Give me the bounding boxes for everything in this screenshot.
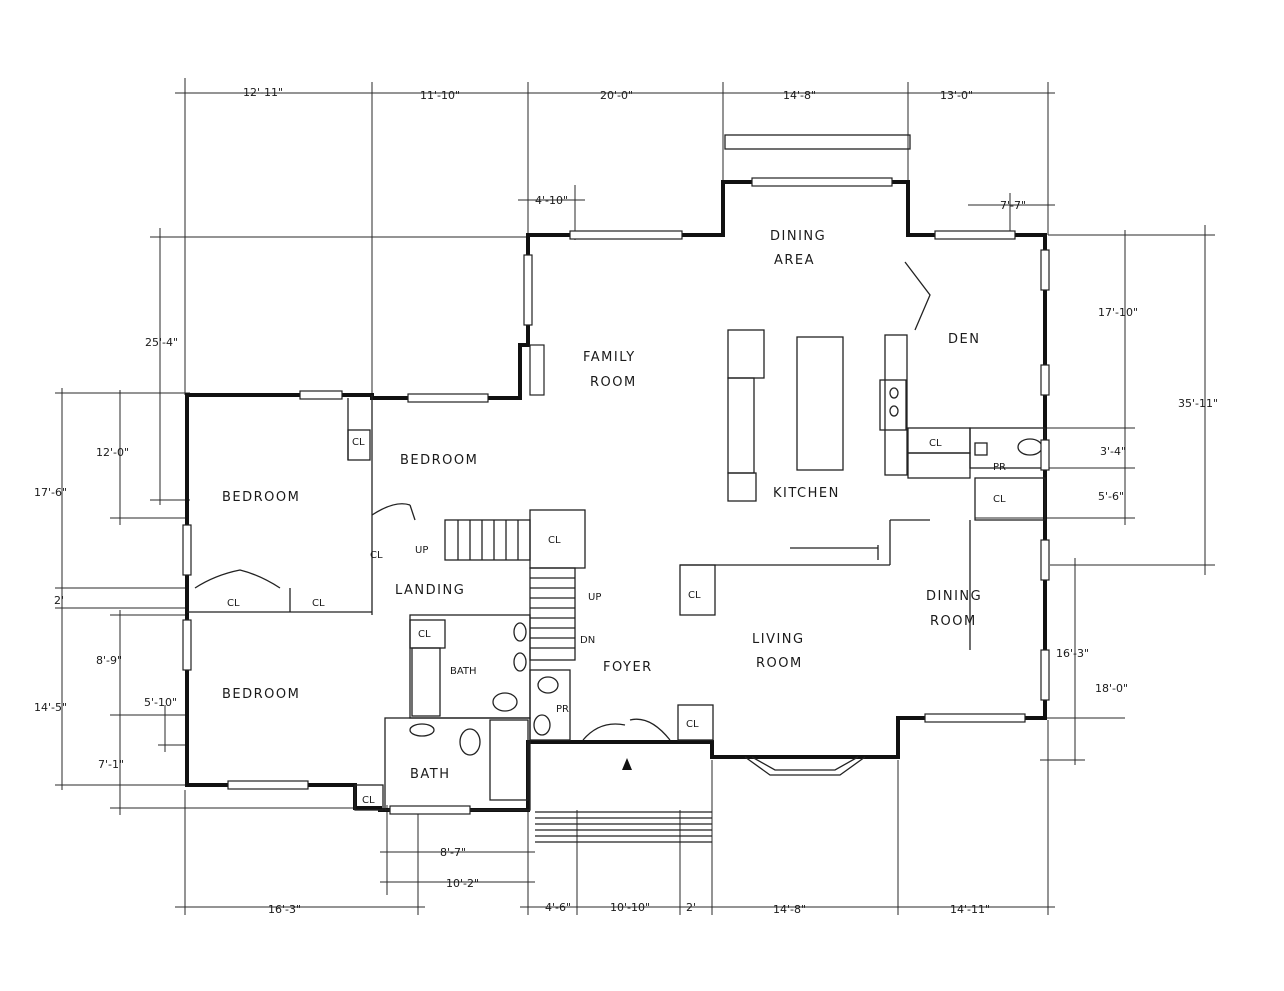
dining-area-label-2: AREA [774, 253, 815, 268]
closet-label-4: CL [312, 598, 325, 609]
stair-up-label-1: UP [415, 545, 428, 556]
closet-label-2: CL [548, 535, 561, 546]
dimension-labels: 12'-11" 11'-10" 20'-0" 14'-8" 13'-0" 4'-… [34, 86, 1218, 916]
dim-left-5: 8'-9" [96, 654, 122, 667]
kitchen-label: KITCHEN [773, 486, 840, 501]
dim-right-5: 16'-3" [1056, 647, 1089, 660]
dim-left-1: 25'-4" [145, 336, 178, 349]
dim-left-6: 5'-10" [144, 696, 177, 709]
living-room-label-1: LIVING [752, 632, 805, 647]
bedroom-upper-label: BEDROOM [400, 453, 478, 468]
dim-top-4: 14'-8" [783, 89, 816, 102]
stair-up-label-2: UP [588, 592, 601, 603]
dim-top-2: 11'-10" [420, 89, 460, 102]
dim-bottom-2: 10'-2" [446, 877, 479, 890]
pr-foyer-label: PR [556, 704, 569, 715]
dim-top-3: 20'-0" [600, 89, 633, 102]
dim-bottom-5: 10'-10" [610, 901, 650, 914]
closet-label-10: CL [362, 795, 375, 806]
dim-bottom-7: 14'-8" [773, 903, 806, 916]
stair-down-label: DN [580, 635, 595, 646]
room-labels: DINING AREA FAMILY ROOM DEN BEDROOM BEDR… [222, 229, 1006, 806]
family-room-label-1: FAMILY [583, 350, 636, 365]
bedroom-left-label: BEDROOM [222, 490, 300, 505]
landing-label: LANDING [395, 583, 465, 598]
family-room-label-2: ROOM [590, 375, 637, 390]
dim-right-1: 17'-10" [1098, 306, 1138, 319]
closet-label-7: CL [993, 494, 1006, 505]
closet-label-11: CL [370, 550, 383, 561]
dim-right-2: 35'-11" [1178, 397, 1218, 410]
closet-label-3: CL [227, 598, 240, 609]
dim-bottom-3: 16'-3" [268, 903, 301, 916]
door-swings [194, 261, 931, 770]
dim-left-8: 7'-1" [98, 758, 124, 771]
dim-left-2: 12'-0" [96, 446, 129, 459]
dimension-lines [55, 78, 1215, 915]
closet-label-9: CL [686, 719, 699, 730]
closet-label-8: CL [688, 590, 701, 601]
living-room-label-2: ROOM [756, 656, 803, 671]
dim-bottom-1: 8'-7" [440, 846, 466, 859]
bath-lower-label: BATH [410, 767, 451, 782]
closet-label-1: CL [352, 437, 365, 448]
foyer-label: FOYER [603, 660, 653, 675]
dim-right-3: 3'-4" [1100, 445, 1126, 458]
dim-top-sub-2: 7'-7" [1000, 199, 1026, 212]
closet-label-6: CL [929, 438, 942, 449]
dim-right-4: 5'-6" [1098, 490, 1124, 503]
dim-bottom-4: 4'-6" [545, 901, 571, 914]
dim-left-7: 14'-5" [34, 701, 67, 714]
dim-right-6: 18'-0" [1095, 682, 1128, 695]
dim-bottom-6: 2' [686, 901, 696, 914]
windows [182, 177, 1050, 815]
dim-top-5: 13'-0" [940, 89, 973, 102]
dining-room-label-2: ROOM [930, 614, 977, 629]
dim-bottom-8: 14'-11" [950, 903, 990, 916]
dining-room-label-1: DINING [926, 589, 982, 604]
dim-top-sub-1: 4'-10" [535, 194, 568, 207]
bath-upper-label: BATH [450, 666, 477, 677]
exterior-walls [185, 180, 1047, 812]
dim-left-3: 17'-6" [34, 486, 67, 499]
dim-left-4: 2' [54, 594, 64, 607]
den-label: DEN [948, 332, 980, 347]
bedroom-lower-label: BEDROOM [222, 687, 300, 702]
dining-area-label-1: DINING [770, 229, 826, 244]
dim-top-1: 12'-11" [243, 86, 283, 99]
pr-den-label: PR [993, 462, 1006, 473]
closet-label-5: CL [418, 629, 431, 640]
interior-walls [187, 134, 1046, 843]
